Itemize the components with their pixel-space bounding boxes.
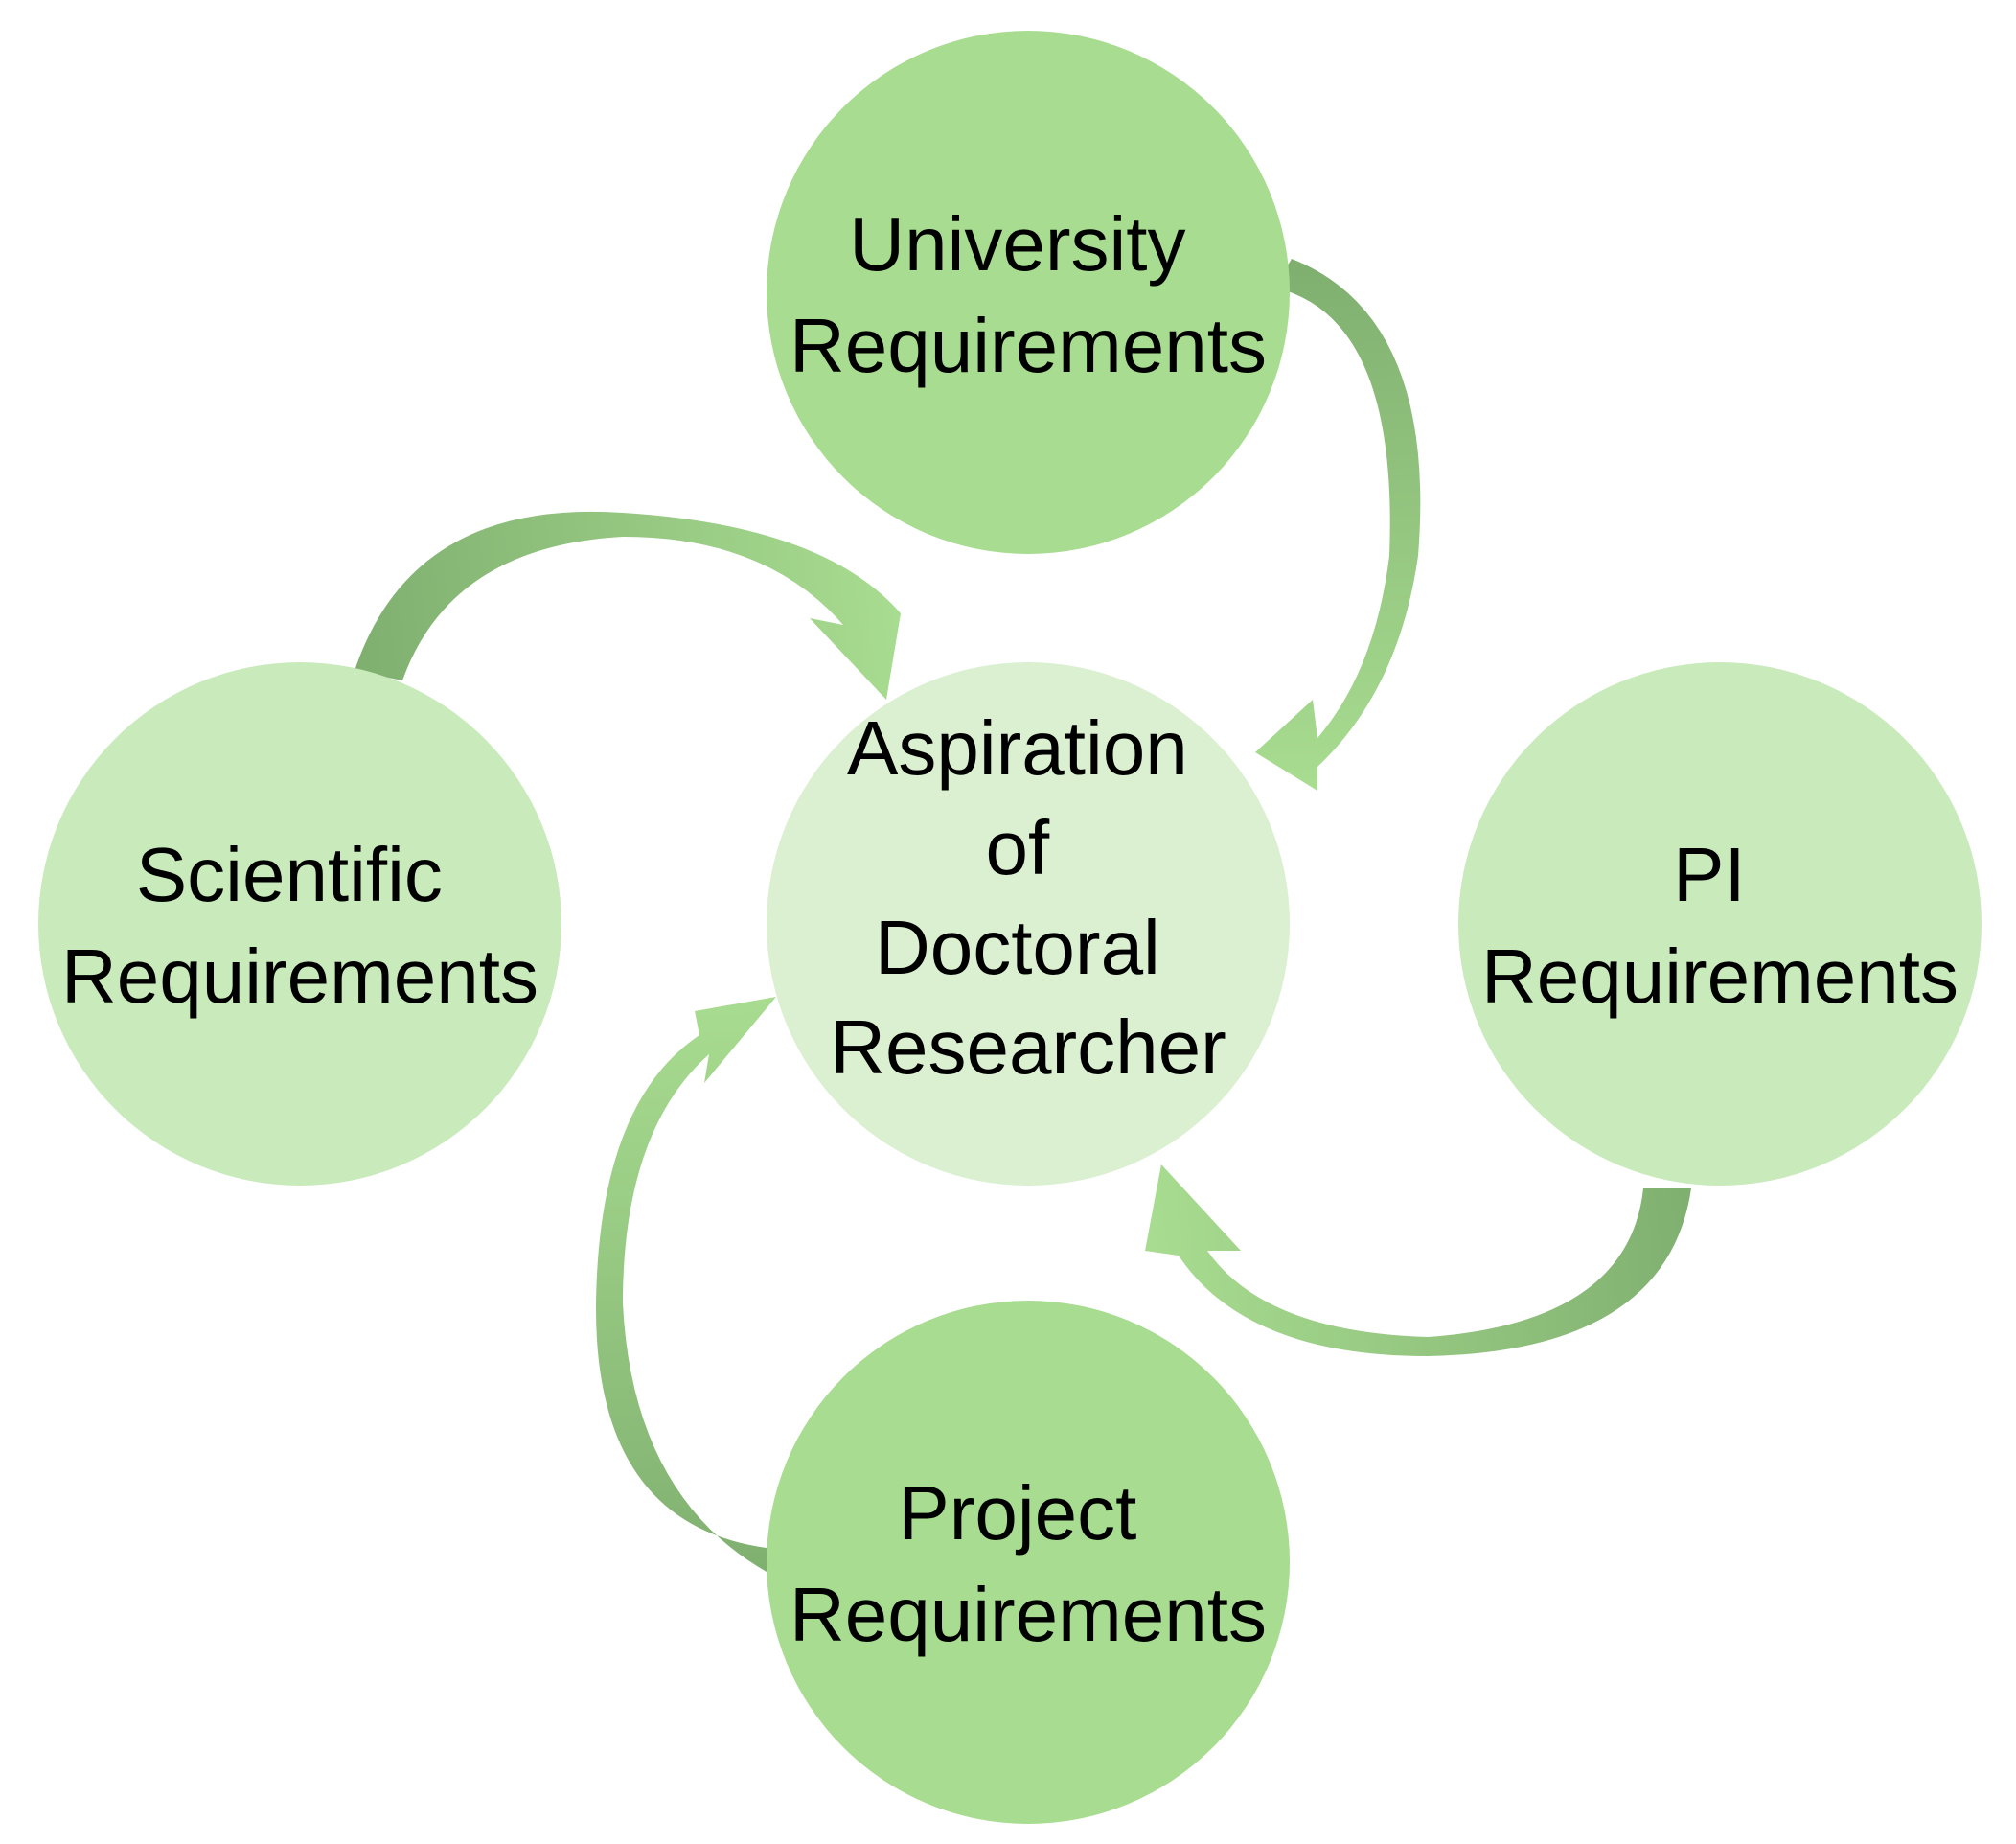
node-center-line-3: Doctoral: [875, 905, 1160, 990]
node-pi-circle: [1458, 662, 1982, 1186]
node-project-circle: [767, 1301, 1290, 1824]
arrow-pi-to-center: [1145, 1164, 1691, 1356]
node-university-line-1: University: [849, 201, 1185, 287]
node-scientific: Scientific Requirements: [38, 662, 561, 1186]
node-university-label: University Requirements: [790, 201, 1267, 388]
node-university-circle: [767, 31, 1290, 554]
node-pi-label: PI Requirements: [1481, 832, 1959, 1019]
node-scientific-circle: [38, 662, 561, 1186]
node-scientific-line-1: Scientific: [136, 832, 443, 917]
arrow-scientific-to-center: [355, 511, 901, 700]
node-center-line-4: Researcher: [830, 1004, 1226, 1090]
node-center: Aspiration of Doctoral Researcher: [767, 662, 1290, 1186]
node-pi: PI Requirements: [1458, 662, 1982, 1186]
node-project-line-2: Requirements: [790, 1572, 1267, 1657]
node-scientific-label: Scientific Requirements: [61, 832, 538, 1019]
node-project: Project Requirements: [767, 1301, 1290, 1824]
node-pi-line-1: PI: [1673, 832, 1746, 917]
node-pi-line-2: Requirements: [1481, 934, 1959, 1019]
arrow-university-to-center: [1255, 259, 1421, 791]
node-center-circle: [767, 662, 1290, 1186]
node-center-label: Aspiration of Doctoral Researcher: [830, 705, 1226, 1090]
node-scientific-line-2: Requirements: [61, 934, 538, 1019]
node-center-line-2: of: [986, 805, 1050, 890]
node-university-line-2: Requirements: [790, 303, 1267, 388]
node-center-line-1: Aspiration: [847, 705, 1188, 791]
node-university: University Requirements: [767, 31, 1290, 554]
arrow-project-to-center: [595, 997, 776, 1572]
node-project-label: Project Requirements: [790, 1470, 1267, 1657]
node-project-line-1: Project: [898, 1470, 1136, 1556]
